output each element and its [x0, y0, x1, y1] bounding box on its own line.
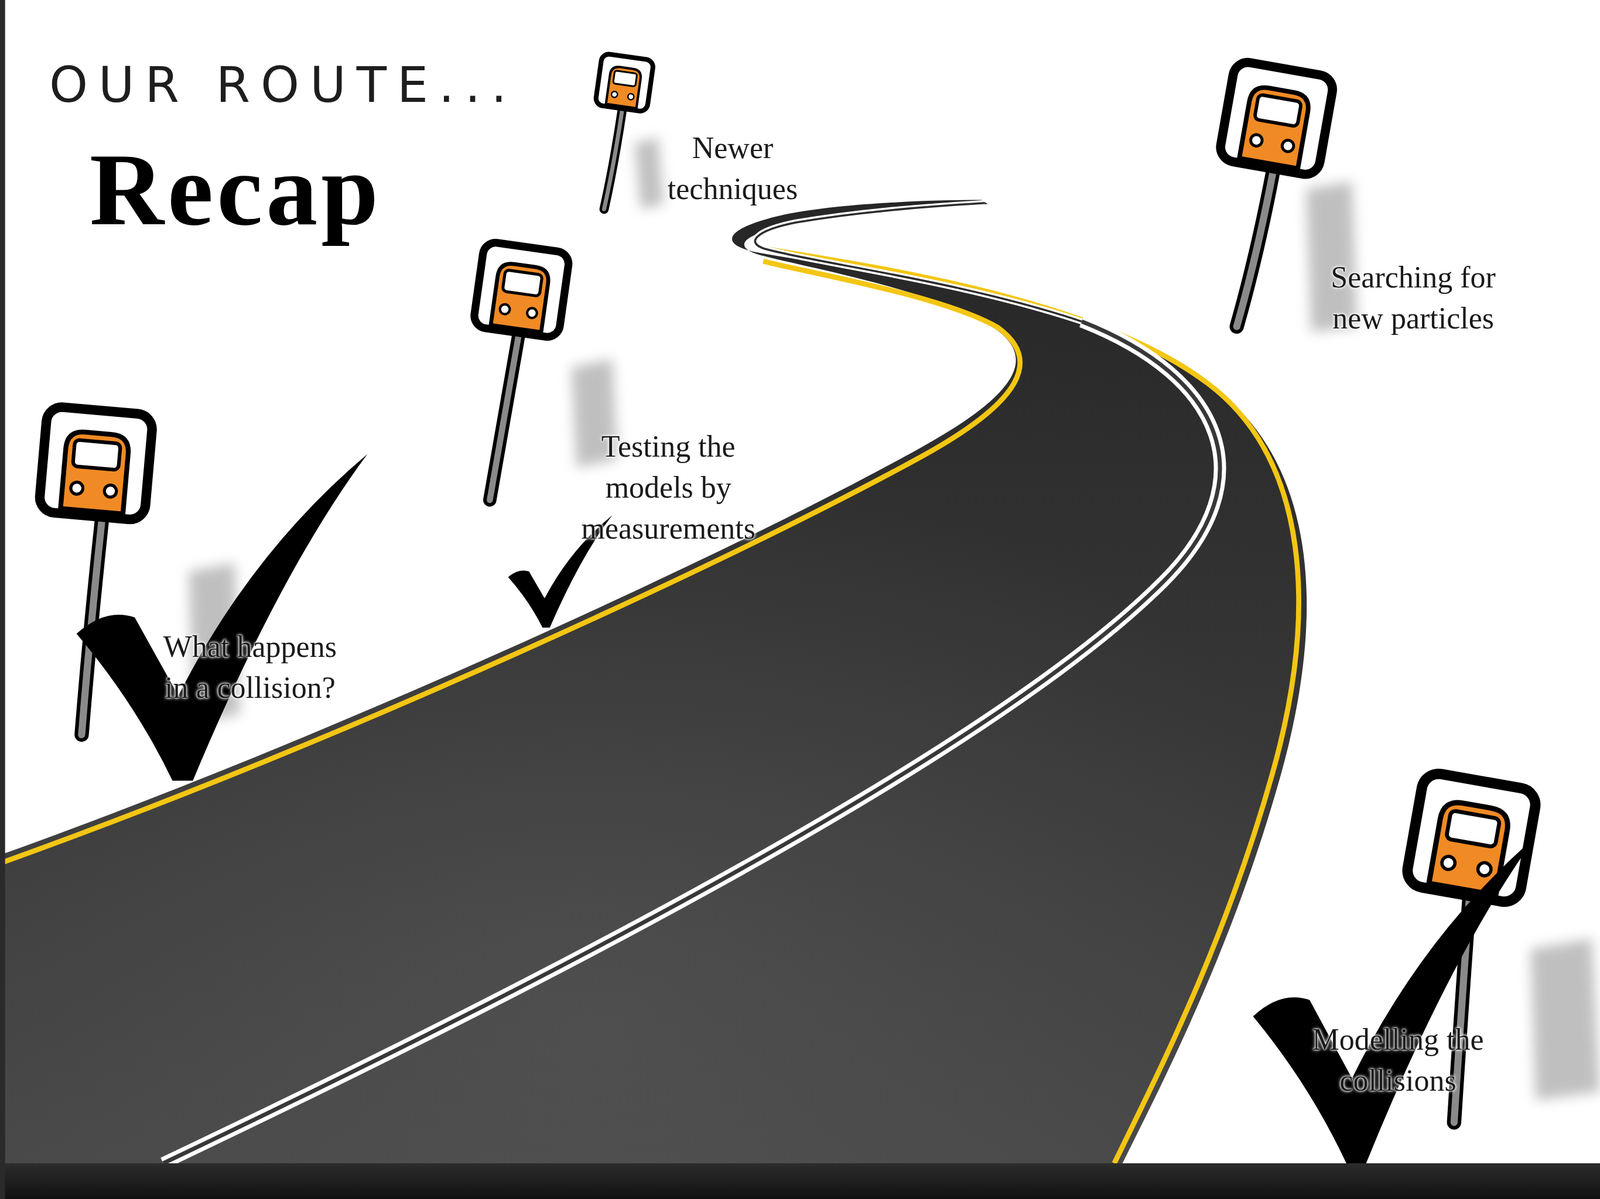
bus-stop-sign	[1218, 60, 1335, 177]
road-edge-line	[0, 261, 1021, 864]
road-surface	[0, 200, 1307, 1164]
bus-stop-label: Testing the models by measurements	[577, 426, 760, 550]
stop-text: Modelling the collisions	[1304, 1019, 1492, 1102]
section-label: OUR ROUTE...	[49, 60, 518, 110]
road-edge-line	[760, 248, 1299, 1164]
stop-text: What happens in a collision?	[156, 626, 344, 709]
sign-pole	[489, 336, 519, 501]
stop-text: Newer techniques	[656, 127, 809, 210]
sign-pole	[489, 336, 519, 501]
left-frame	[0, 0, 6, 1199]
road-centre-gap	[163, 321, 1220, 1164]
road-centre-gap	[754, 203, 1082, 322]
sign-shadow	[1530, 939, 1600, 1101]
road-centre-line	[754, 203, 1082, 322]
bus-stop-sign	[472, 241, 570, 339]
sign-pole	[1236, 169, 1274, 327]
sign-shadow	[634, 137, 664, 210]
stop-text: Searching for new particles	[1319, 257, 1507, 340]
bus-stop-label: Modelling the collisions	[1304, 1019, 1492, 1102]
bottom-band	[0, 1163, 1600, 1199]
road-shading	[0, 200, 1307, 1164]
check-mark	[1253, 836, 1537, 1164]
slide-title: Recap	[89, 138, 382, 242]
sign-pole	[1236, 169, 1274, 327]
stop-text: Testing the models by measurements	[577, 426, 760, 550]
road-centre-line	[163, 321, 1220, 1164]
bus-stop-sign	[38, 405, 154, 521]
bus-stop-sign	[1404, 771, 1538, 905]
bus-stop-label: Newer techniques	[656, 127, 809, 210]
bus-stop-label: Searching for new particles	[1319, 257, 1507, 340]
sign-pole	[603, 108, 622, 210]
bus-stop-sign	[595, 53, 654, 112]
bus-stop-label: What happens in a collision?	[156, 626, 344, 709]
check-mark	[76, 454, 368, 782]
sign-pole	[603, 108, 622, 210]
